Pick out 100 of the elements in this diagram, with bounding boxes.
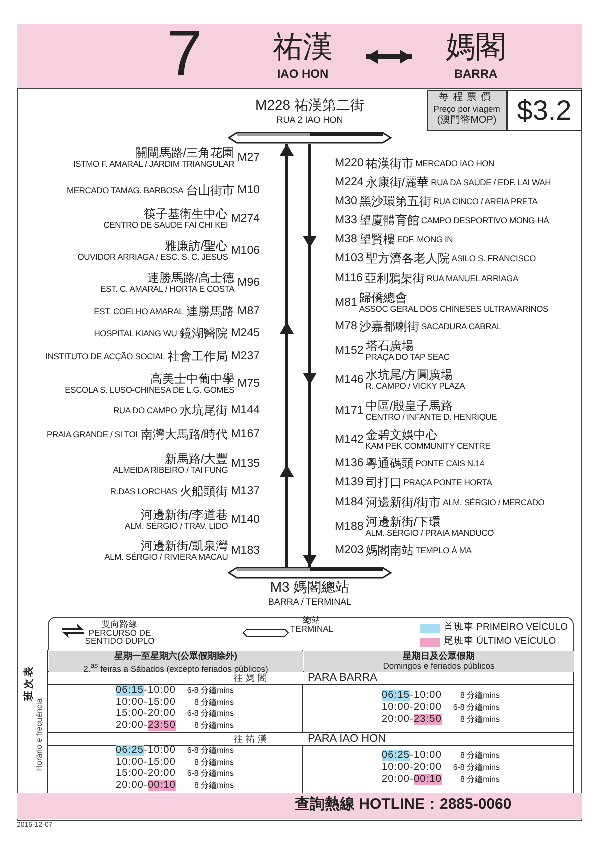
stop-code: M139 [335, 476, 364, 490]
stop-name-latin: TEMPLO Á MA [416, 546, 472, 556]
stop-code: M171 [335, 404, 364, 418]
terminal-name-latin: BARRA / TERMINAL [267, 598, 353, 608]
frequency-text: 6-8 分鐘mins [187, 687, 234, 696]
fare-label: 每程票價 [438, 93, 496, 104]
terminal-name-latin: RUA 2 IAO HON [276, 116, 344, 126]
stop-code: M152 [335, 344, 364, 358]
stop-name-latin: RUA MANUEL ARRIAGA [426, 274, 518, 284]
time-range: 15:00-20:00 [116, 769, 176, 780]
legend-text: 首班車 PRIMEIRO VEÍCULO [444, 623, 568, 633]
stop-name: 亞利鴉架街 [364, 272, 425, 286]
stop-name-latin: RUA CINCO / AREIA PRETA [433, 198, 538, 206]
column-heading: 2.$^{as}$ feiras a Sábados (excepto feriados públicos) [82, 662, 270, 674]
terminal-name: M3 媽閣總站 [269, 580, 351, 595]
stop-code: M75 [238, 378, 260, 390]
stop-name: 新馬路/大豐 [164, 453, 228, 466]
stop-name-latin: SACADURA CABRAL [421, 322, 502, 332]
two-way-arrow [366, 50, 412, 64]
time-range: 10:00-20:00 [382, 703, 442, 714]
stop-name: 關閘馬路/三角花園 [135, 147, 235, 160]
stop-name: 媽閣南站 [366, 544, 414, 558]
frequency-text: 6-8 分鐘mins [453, 704, 500, 712]
place-name-latin: BARRA [453, 68, 499, 81]
frequency-text: 8 分鐘mins [194, 759, 234, 768]
stop-name: 望賢樓 [359, 234, 396, 246]
stop-name: 水坑尾/方圓廣場 [366, 369, 454, 382]
direction-heading: 往祐漢 [234, 735, 270, 744]
stop-name-latin: EST. COELHO AMARAL [94, 308, 184, 316]
stop-code: M220 [335, 158, 364, 170]
frequency-text: 6-8 分鐘mins [187, 710, 234, 718]
stop-name-latin: ASILO S. FRANCISCO [452, 254, 536, 264]
frequency-text: 8 分鐘mins [460, 776, 500, 784]
stop-name: 鏡湖醫院 [180, 328, 228, 340]
stop-code: M137 [231, 486, 260, 498]
stop-code: M188 [335, 520, 364, 534]
stop-name: 粵通碼頭 [366, 458, 414, 470]
time-range: 20:00-00:10 [382, 775, 442, 786]
stop-name-latin: PRAIA GRANDE / SI TOI [46, 430, 138, 440]
stop-name-latin: ALM. SÉRGIO / MERCADO [443, 498, 545, 508]
side-label: 班次表 [24, 665, 36, 701]
frequency-text: 6-8 分鐘mins [187, 747, 234, 756]
stop-code: M81 [335, 296, 358, 310]
header-band [17, 24, 582, 89]
stop-name-latin: PRAÇA PONTE HORTA [404, 478, 492, 488]
hotline-text: 查詢熱線 HOTLINE：2885-0060 [295, 797, 512, 813]
legend-text: 雙向路線 PERCURSO DE SENTIDO DUPLO [84, 620, 156, 646]
frequency-text: 8 分鐘mins [194, 782, 234, 790]
stop-name: 聖方濟各老人院 [366, 252, 450, 266]
frequency-text: 6-8 分鐘mins [453, 764, 500, 772]
stop-name: 歸僑總會 [359, 292, 408, 305]
stop-name: 水坑尾街 [180, 404, 228, 418]
footer-band [17, 793, 582, 819]
stop-name-latin: R.DAS LORCHAS [110, 488, 178, 496]
stop-name-latin: MERCADO IAO HON [416, 160, 494, 168]
stop-name: 筷子基衛生中心 [144, 208, 228, 221]
stop-name-latin: PRAÇA DO TAP SEAC [366, 353, 450, 362]
stop-name-latin: PONTE CAIS N.14 [416, 460, 485, 468]
direction-heading: PARA IAO HON [308, 734, 386, 746]
stop-name: 南灣大馬路/時代 [140, 428, 228, 442]
stop-name: 黑沙環第五街 [359, 196, 432, 208]
stop-code: M146 [335, 374, 364, 386]
stop-code: M167 [231, 428, 260, 442]
stop-name: 連勝馬路/高士德 [147, 272, 235, 285]
stop-name-latin: RUA DA SAÚDE / EDF. LAI WAH [431, 178, 552, 188]
side-label: Horário e frequência [36, 698, 44, 772]
time-range: 20:00-23:50 [382, 715, 442, 726]
stop-name-latin: CENTRO / INFANTE D. HENRIQUE [366, 413, 498, 422]
stop-code: M136 [335, 458, 364, 470]
time-range: 06:15-10:00 [116, 686, 176, 696]
frequency-text: 8 分鐘mins [460, 692, 500, 700]
time-range: 06:25-10:00 [382, 751, 442, 762]
time-range: 06:15-10:00 [382, 691, 442, 702]
stop-name: 永康街/麗華 [366, 176, 430, 190]
column-heading: 星期一至星期六(公眾假期除外) [114, 652, 238, 662]
stop-name: 河邊新街/李道巷 [140, 509, 228, 522]
stop-code: M33 [335, 214, 358, 228]
legend-text: 尾班車 ÚLTIMO VEÍCULO [444, 637, 556, 647]
fare-price-box [507, 90, 582, 131]
place-name-latin: IAO HON [276, 68, 330, 81]
frequency-text: 8 分鐘mins [460, 752, 500, 760]
stop-code: M106 [231, 244, 260, 258]
stop-name-latin: MERCADO TAMAG. BARBOSA [66, 186, 184, 196]
stop-name: 火船頭街 [180, 486, 228, 498]
stop-name: 連勝馬路 [186, 306, 235, 318]
stop-code: M38 [335, 234, 358, 246]
place-name: 媽閣 [445, 32, 507, 64]
stop-name-latin: R. CAMPO / VICKY PLAZA [366, 382, 466, 391]
stop-name-latin: ASSOC GERAL DOS CHINESES ULTRAMARINOS [359, 305, 548, 314]
time-range: 06:25-10:00 [116, 746, 176, 756]
stop-name: 高美士中葡中學 [150, 373, 235, 386]
stop-name-latin: KAM PEK COMMUNITY CENTRE [366, 442, 491, 451]
stop-name-latin: ALM. SÉRGIO / TRAV. LIDO [125, 522, 228, 531]
stop-name-latin: OUVIDOR ARRIAGA / ESC. S. C. JESUS [78, 253, 228, 262]
stop-name: 祐漢街市 [366, 158, 414, 170]
frequency-text: 8 分鐘mins [194, 722, 234, 730]
stop-code: M203 [335, 544, 364, 558]
time-range: 20:00-00:10 [116, 781, 176, 792]
stop-name: 社會工作局 [168, 350, 228, 364]
frequency-text: 8 分鐘mins [460, 716, 500, 724]
